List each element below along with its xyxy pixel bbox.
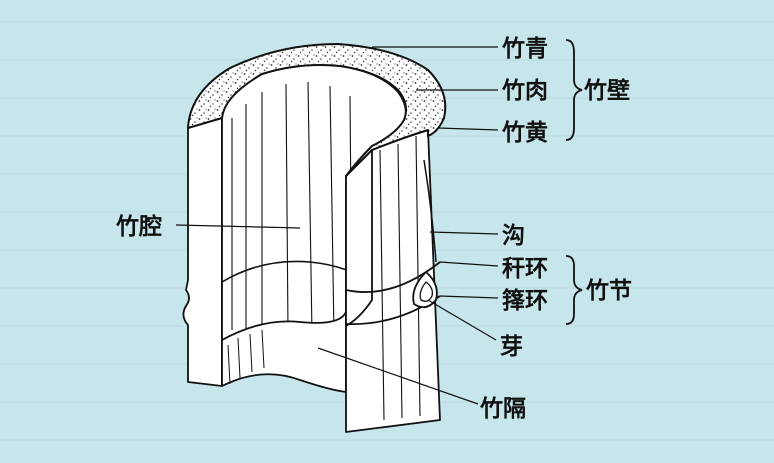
label-zhu-ge: 竹隔: [479, 395, 526, 422]
brace-wall: [565, 39, 583, 141]
label-ya: 芽: [500, 334, 523, 360]
groove: [423, 159, 437, 263]
leader-gou: [429, 231, 499, 235]
braces: [565, 39, 583, 325]
diaphragm-hatch: [227, 329, 265, 385]
leader-ya: [427, 299, 497, 341]
culm-ring: [345, 261, 441, 293]
wall-cross-section: [187, 43, 447, 177]
right-wall-side: [345, 149, 373, 327]
brace-node: [565, 255, 583, 325]
label-tuo-huan: 箨环: [502, 287, 548, 314]
label-zhu-jie: 竹节: [585, 277, 632, 304]
label-zhu-huang: 竹黄: [501, 119, 548, 146]
leader-tuo-huan: [439, 295, 499, 299]
label-zhu-qing: 竹青: [501, 35, 548, 62]
bamboo-section-drawing: [182, 43, 447, 433]
leader-lines: [175, 46, 499, 405]
label-gan-huan: 秆环: [502, 256, 548, 282]
leader-gan-huan: [439, 261, 499, 267]
leader-zhu-huang: [437, 127, 499, 131]
leader-zhu-ge: [317, 347, 479, 405]
label-zhu-rou: 竹肉: [501, 77, 548, 104]
left-wall-face: [182, 117, 223, 387]
label-gou: 沟: [502, 222, 525, 249]
label-zhu-qiang: 竹腔: [115, 213, 162, 240]
label-zhu-bi: 竹壁: [583, 77, 630, 104]
bud-inner: [419, 281, 434, 302]
leader-zhu-qiang: [175, 224, 301, 229]
labels: 竹青 竹肉 竹黄 竹壁 竹腔 沟 秆环 箨环 竹节 芽 竹隔: [115, 35, 632, 422]
